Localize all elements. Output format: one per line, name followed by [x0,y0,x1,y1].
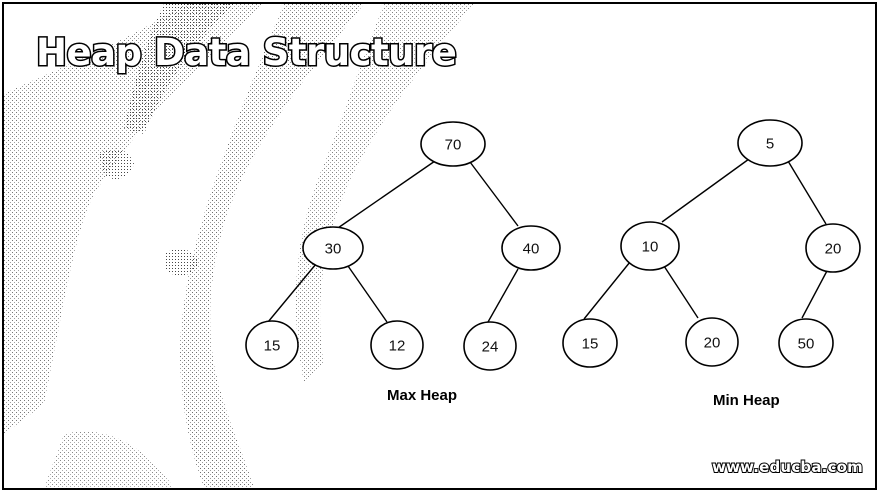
node-value: 15 [264,338,281,355]
edge-70-30 [334,160,436,231]
max-heap-left-right-node: 12 [370,320,424,370]
max-heap-label: Max Heap [387,387,458,404]
background-texture [4,4,474,488]
node-value: 24 [482,339,499,356]
edge-70-40 [469,161,519,227]
node-value: 15 [582,336,599,353]
heap-diagrams: 70 30 40 15 12 24 5 10 [245,119,861,371]
max-heap-right-left-node: 24 [463,321,517,371]
edge-5-10 [661,158,750,223]
node-value: 70 [445,137,462,154]
node-value: 50 [798,336,815,353]
min-heap-left-left-node: 15 [562,318,618,368]
edge-30-12 [347,265,388,323]
node-value: 12 [389,338,406,355]
max-heap-right-node: 40 [501,225,561,271]
min-heap-left-node: 10 [620,221,680,271]
node-value: 30 [325,241,342,258]
page-title: Heap Data Structure [34,31,458,74]
node-value: 20 [825,241,842,258]
edge-10-20 [663,265,699,319]
edge-40-24 [487,268,519,323]
node-value: 10 [642,239,659,256]
edge-30-15 [267,263,317,323]
min-heap-label: Min Heap [713,392,780,409]
node-value: 20 [704,335,721,352]
max-heap-edges [267,160,519,323]
node-value: 5 [766,136,774,153]
min-heap-right-node: 20 [805,223,861,273]
min-heap-edges [583,158,829,320]
watermark-text: www.educba.com [711,457,864,477]
min-heap-left-right-node: 20 [685,317,739,367]
min-heap-root-node: 5 [737,119,803,167]
node-value: 40 [523,241,540,258]
edge-5-20 [787,160,827,225]
max-heap-left-left-node: 15 [245,320,299,370]
edge-20-50 [801,268,829,319]
max-heap-left-node: 30 [302,226,364,270]
edge-10-15 [583,261,631,320]
max-heap-root-node: 70 [420,121,486,167]
min-heap-right-left-node: 50 [778,318,834,368]
